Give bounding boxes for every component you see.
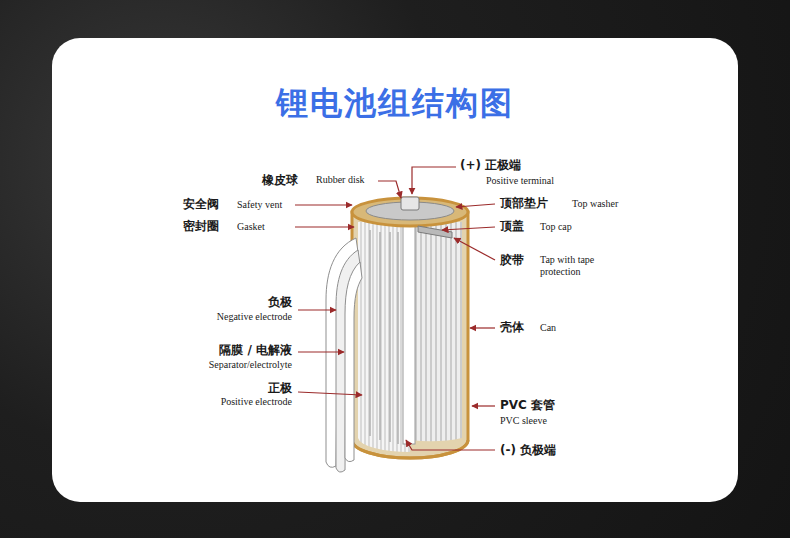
peeled-sheet [345,262,362,462]
can-body [352,212,468,458]
leader-line [298,392,362,395]
part-label-cn: PVC 套管 [500,398,555,412]
top-cap [352,198,468,226]
part-label-cn: 密封圈 [183,219,219,233]
part-label-cn: 橡皮球 [262,173,298,187]
part-label-en: Rubber disk [316,174,365,186]
part-label-cn: 安全阀 [183,197,219,211]
leader-line [406,440,495,450]
part-label-en: Top cap [540,221,572,233]
part-label-en: Tap with tape protection [540,254,618,278]
positive-terminal [401,197,419,210]
part-label-cn: (+) 正极端 [460,158,521,172]
part-label-cn: 胶带 [500,253,524,267]
leader-line [295,226,354,227]
part-label-cn: 顶盖 [500,219,524,233]
part-label-cn: 顶部垫片 [500,196,548,210]
part-label-cn: 负极 [268,295,292,309]
tab-tape [418,226,452,238]
part-label-cn: 正极 [268,381,292,395]
leader-line [454,238,495,260]
can-bottom [352,440,468,458]
leader-line [470,327,495,328]
part-label-cn: (-) 负极端 [500,443,556,457]
part-label-en: Gasket [237,221,265,233]
part-label-en: Positive electrode [221,396,292,408]
leader-line [295,204,352,205]
electrode-roll [410,222,462,441]
leader-line [298,351,344,352]
diagram-title: 锂电池组结构图 [0,82,790,126]
electrode-roll-cut [358,222,410,452]
part-label-cn: 隔膜 / 电解液 [219,343,292,357]
leader-line [442,227,495,230]
part-label-en: Separator/electrolyte [209,359,292,371]
leader-line [412,167,456,194]
roll-layers [370,230,398,444]
leader-line [378,181,401,198]
part-label-cn: 壳体 [500,320,524,334]
part-label-en: Top washer [572,198,618,210]
part-label-en: Positive terminal [486,175,554,187]
leader-line [472,405,495,406]
center-pin [403,222,415,444]
part-label-en: Can [540,322,556,334]
part-label-en: Negative electrode [217,311,292,323]
leader-line [456,204,495,207]
part-label-en: PVC sleeve [500,415,547,427]
leader-line [298,309,336,310]
part-label-en: Safety vent [237,199,282,211]
